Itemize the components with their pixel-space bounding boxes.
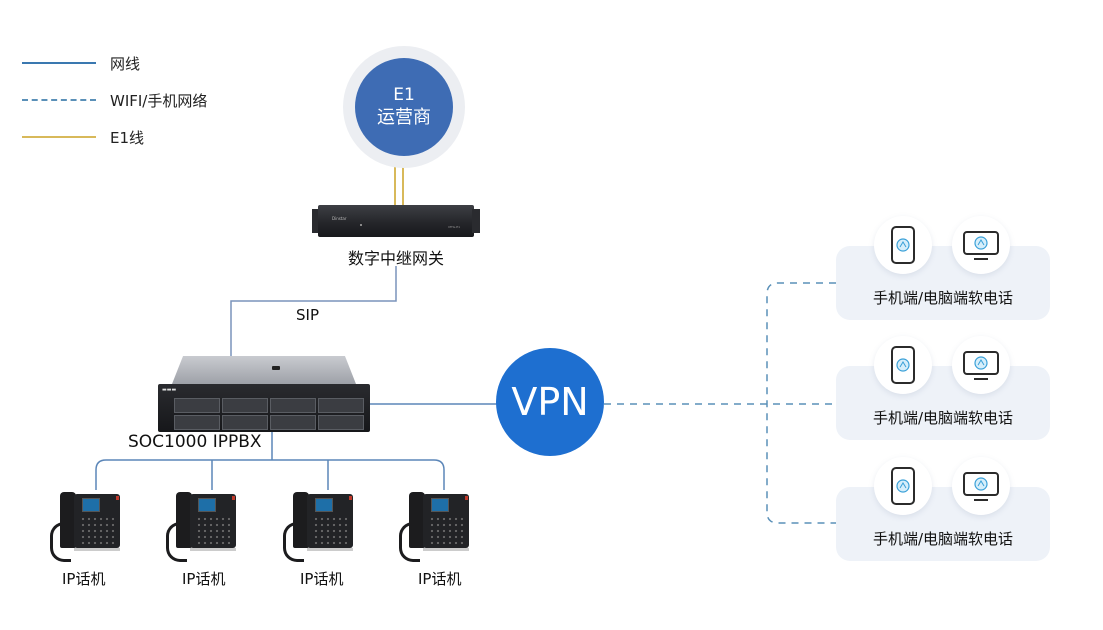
ip-phone — [283, 488, 357, 562]
phone-base — [423, 548, 469, 551]
softphone-label: 手机端/电脑端软电话 — [872, 409, 1014, 427]
ippbx-server: ▬▬▬ — [158, 356, 370, 432]
rack-ear — [472, 209, 480, 233]
phone-screen — [431, 498, 449, 512]
server-top-cover — [172, 356, 356, 384]
drive-bay — [174, 415, 220, 430]
phone-keypad — [196, 516, 230, 544]
drive-bay — [318, 415, 364, 430]
e1-line-swatch — [22, 136, 96, 138]
vpn-node: VPN — [496, 348, 604, 456]
phone-base — [190, 548, 236, 551]
phone-body — [190, 494, 236, 548]
status-led — [360, 224, 362, 226]
phone-handset — [409, 492, 425, 548]
trunk-gateway-device: Dinstar MTG-E1 — [312, 205, 480, 237]
drive-bay — [270, 415, 316, 430]
softphone-card: 手机端/电脑端软电话 — [836, 487, 1050, 561]
phone-body — [423, 494, 469, 548]
phone-handset — [293, 492, 309, 548]
phone-indicator — [349, 496, 352, 500]
legend-label: E1线 — [110, 128, 145, 147]
desktop-monitor-icon — [952, 216, 1010, 274]
server-latch — [272, 366, 280, 370]
gateway-label: 数字中继网关 — [348, 249, 445, 268]
phone-keypad — [313, 516, 347, 544]
mobile-phone-icon — [874, 457, 932, 515]
sip-line — [230, 266, 397, 356]
phone-screen — [82, 498, 100, 512]
phone-base — [74, 548, 120, 551]
legend-item-network-cable: 网线 — [22, 53, 140, 73]
phone-body — [307, 494, 353, 548]
gateway-chassis: Dinstar MTG-E1 — [318, 205, 474, 237]
rack-ear — [312, 209, 320, 233]
sip-label: SIP — [296, 306, 319, 324]
drive-bay — [318, 398, 364, 413]
drive-bay — [222, 415, 268, 430]
operator-line2: 运营商 — [377, 107, 431, 128]
drive-bay — [222, 398, 268, 413]
drive-bay — [174, 398, 220, 413]
phone-bus — [95, 459, 445, 490]
legend-item-wifi: WIFI/手机网络 — [22, 90, 207, 110]
softphone-label: 手机端/电脑端软电话 — [872, 289, 1014, 307]
softphone-dashed-trunk — [766, 282, 836, 524]
softphone-card: 手机端/电脑端软电话 — [836, 366, 1050, 440]
phone-indicator — [465, 496, 468, 500]
vpn-label: VPN — [511, 380, 589, 424]
ip-phone — [399, 488, 473, 562]
ip-phone-label: IP话机 — [300, 570, 344, 588]
e1-operator-node: E1 运营商 — [355, 58, 453, 156]
mobile-phone-icon — [874, 216, 932, 274]
ip-phone-label: IP话机 — [62, 570, 106, 588]
legend-item-e1: E1线 — [22, 127, 144, 147]
softphone-card: 手机端/电脑端软电话 — [836, 246, 1050, 320]
phone-handset — [60, 492, 76, 548]
server-front-panel: ▬▬▬ — [158, 384, 370, 432]
desktop-monitor-icon — [952, 457, 1010, 515]
phone-base — [307, 548, 353, 551]
solid-line-swatch — [22, 62, 96, 64]
gateway-brand: Dinstar — [332, 216, 347, 221]
operator-line1: E1 — [393, 85, 415, 105]
dashed-line-swatch — [22, 99, 96, 101]
legend-label: WIFI/手机网络 — [110, 91, 208, 110]
ip-phone-label: IP话机 — [418, 570, 462, 588]
gateway-model: MTG-E1 — [448, 225, 460, 229]
desktop-monitor-icon — [952, 336, 1010, 394]
drive-bay — [270, 398, 316, 413]
legend-label: 网线 — [110, 54, 141, 73]
ip-phone — [166, 488, 240, 562]
softphone-label: 手机端/电脑端软电话 — [872, 530, 1014, 548]
phone-keypad — [429, 516, 463, 544]
mobile-phone-icon — [874, 336, 932, 394]
server-brand-plate: ▬▬▬ — [162, 387, 177, 393]
ip-phone-label: IP话机 — [182, 570, 226, 588]
ip-phone — [50, 488, 124, 562]
phone-indicator — [116, 496, 119, 500]
phone-handset — [176, 492, 192, 548]
drive-bays — [174, 398, 364, 430]
phone-keypad — [80, 516, 114, 544]
pbx-label: SOC1000 IPPBX — [128, 432, 262, 452]
phone-indicator — [232, 496, 235, 500]
phone-body — [74, 494, 120, 548]
phone-screen — [198, 498, 216, 512]
phone-screen — [315, 498, 333, 512]
